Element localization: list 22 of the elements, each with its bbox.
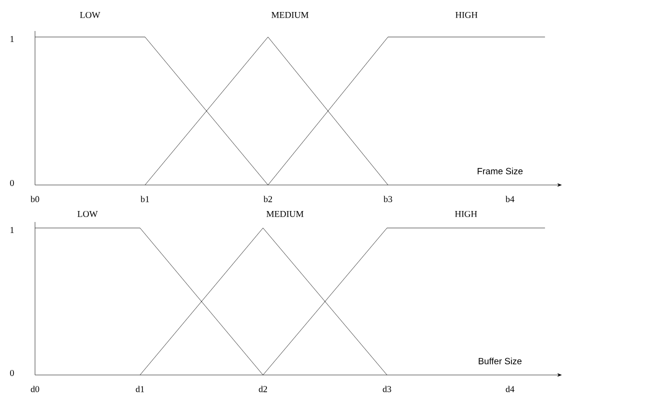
- tick-label: d3: [382, 386, 392, 392]
- curve-label: HIGH: [455, 210, 477, 218]
- tick-label: d4: [506, 386, 514, 392]
- axis-title: Frame Size: [478, 168, 523, 174]
- curve-label: MEDIUM: [266, 211, 304, 217]
- axis-value: 0: [10, 180, 14, 186]
- curve-label: MEDIUM: [272, 12, 308, 18]
- tick-label: b1: [140, 196, 149, 202]
- axis-value: 0: [10, 370, 14, 376]
- curve-label: LOW: [80, 12, 100, 18]
- tick-label: d0: [30, 386, 40, 392]
- tick-label: b3: [384, 196, 392, 202]
- curve-label: HIGH: [456, 12, 478, 18]
- curve-label: LOW: [78, 210, 98, 218]
- tick-label: b0: [30, 196, 40, 202]
- axis-value: 1: [10, 227, 14, 233]
- tick-label: d1: [136, 386, 144, 392]
- tick-label: b2: [264, 196, 272, 202]
- tick-label: b4: [506, 196, 514, 202]
- tick-label: d2: [258, 386, 267, 392]
- axis-value: 1: [10, 36, 14, 42]
- axis-title: Buffer Size: [478, 358, 522, 364]
